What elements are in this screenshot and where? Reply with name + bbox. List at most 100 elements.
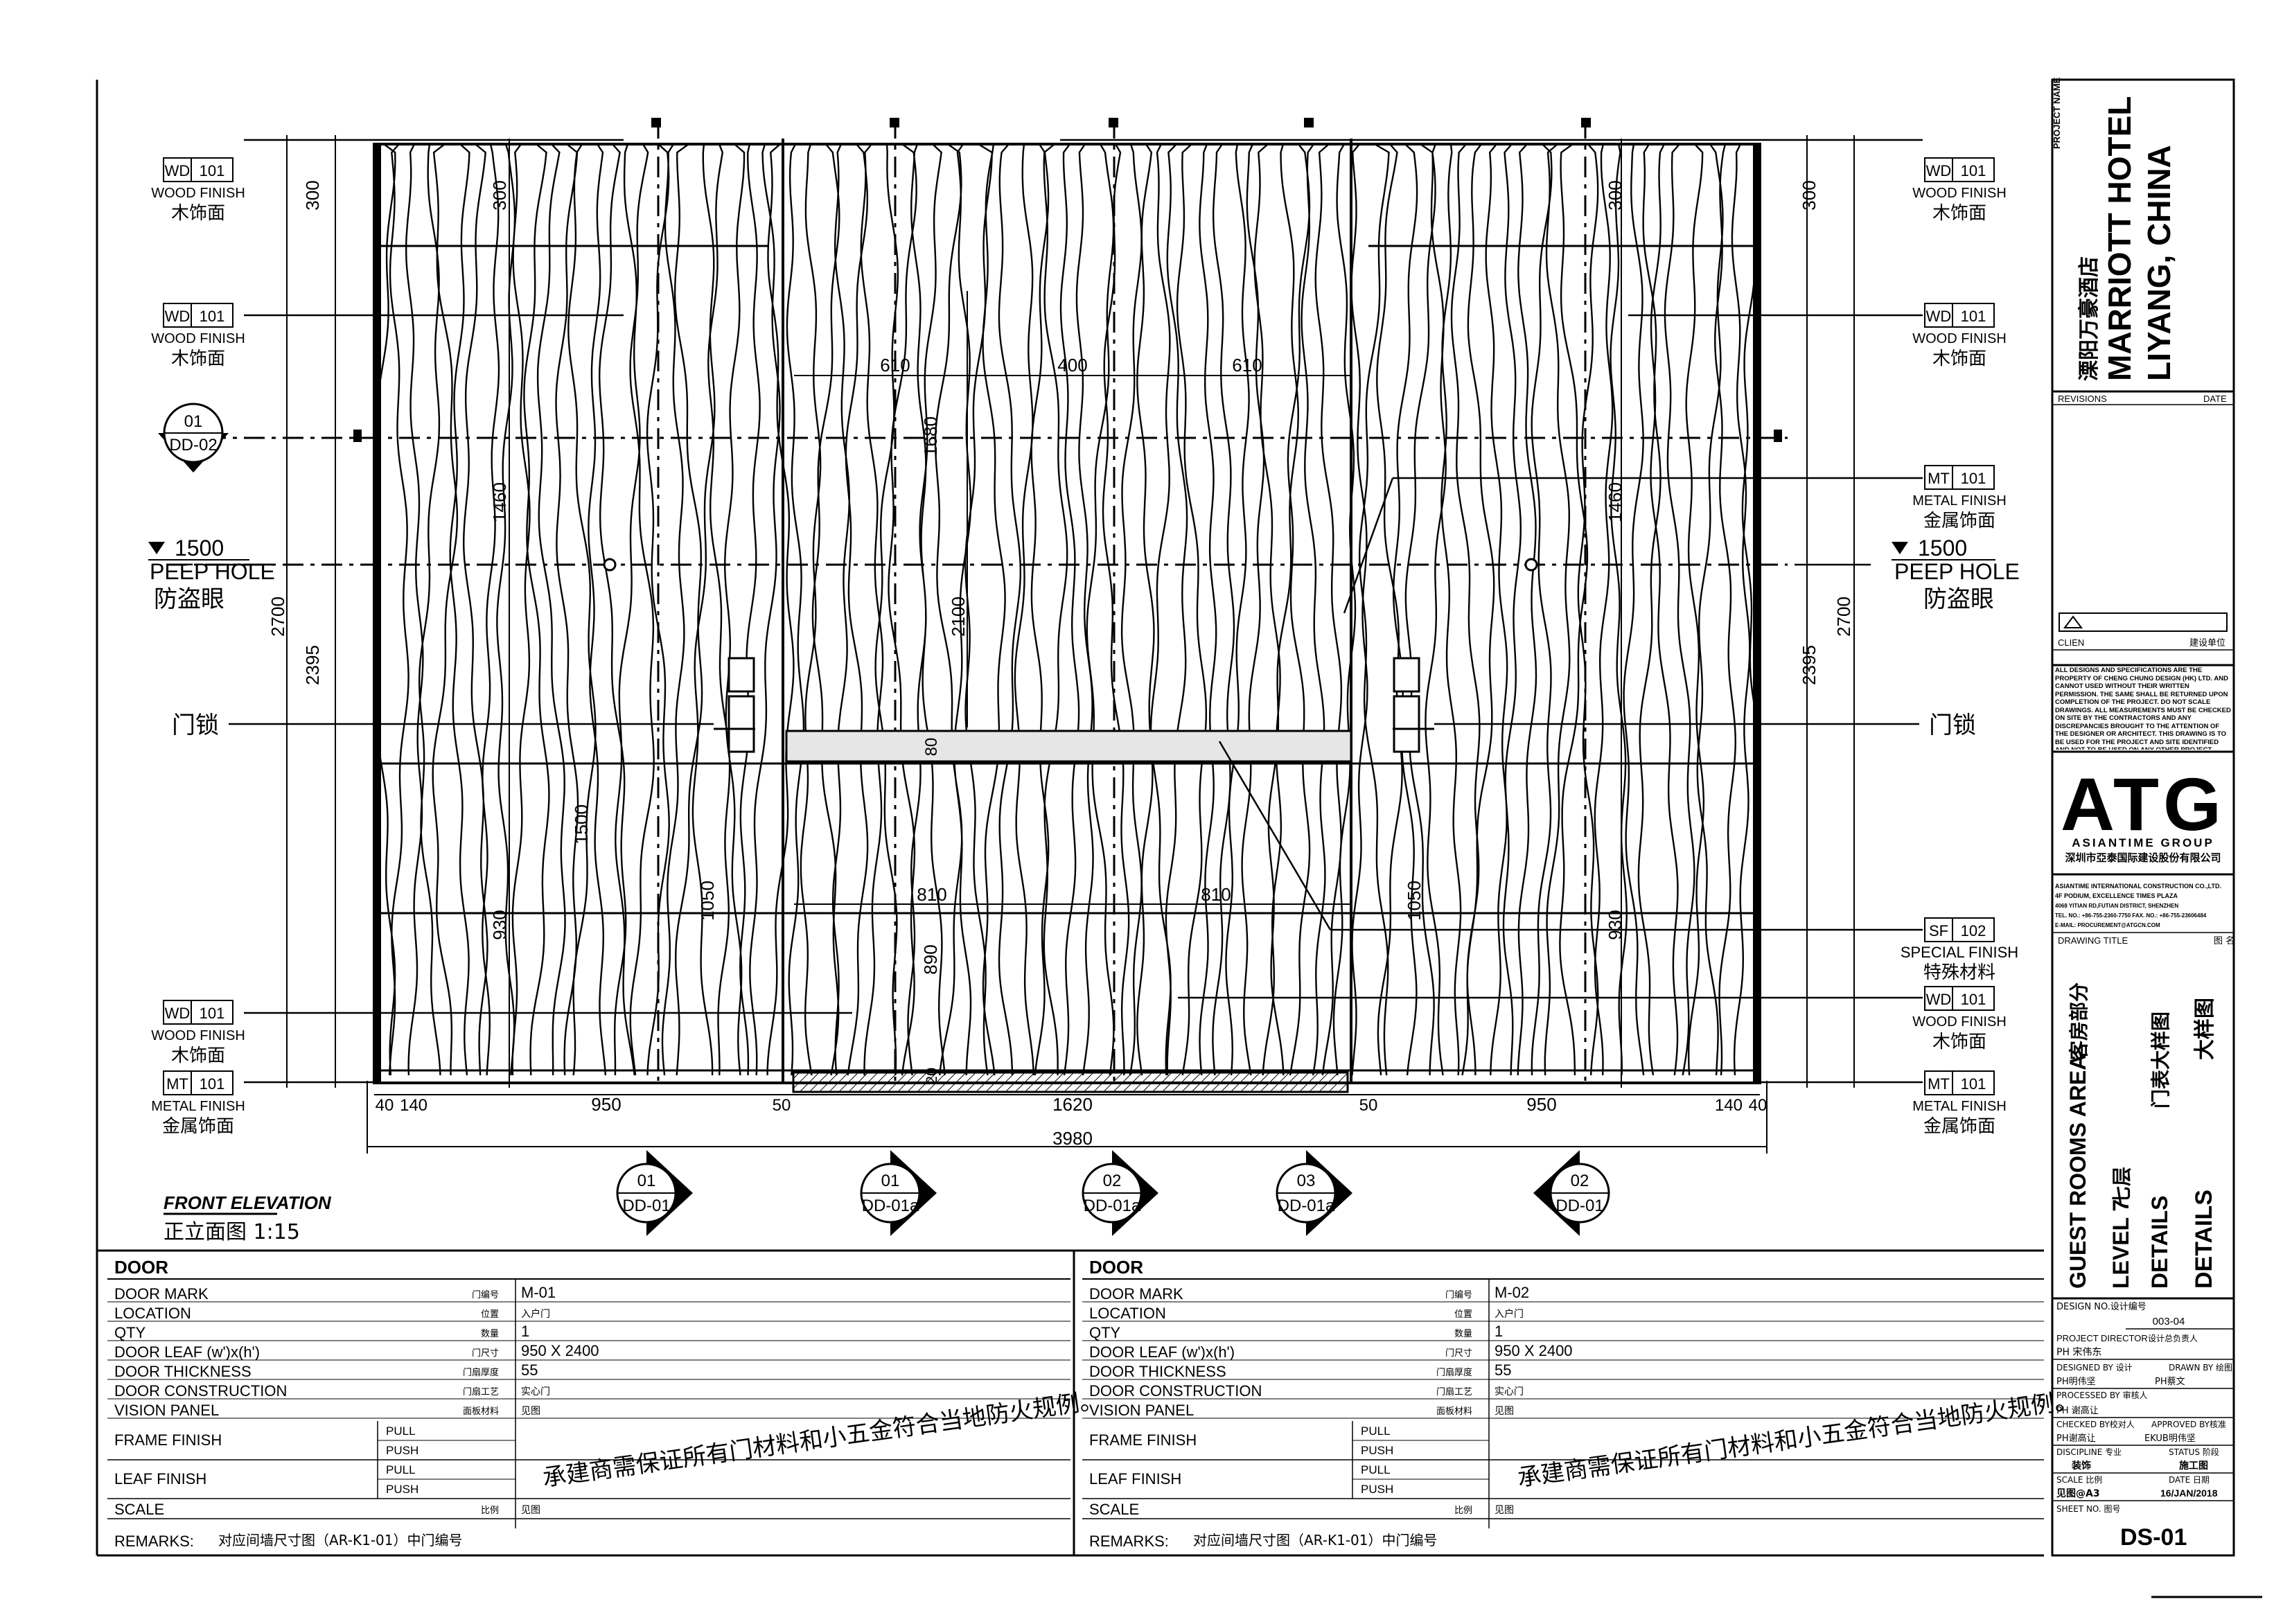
lock-hardware [714, 657, 1434, 753]
tag-mt101-bottom-right: MT 101 METAL FINISH 金属饰面 [1912, 1070, 2007, 1137]
svg-text:DOOR MARK: DOOR MARK [114, 1285, 209, 1303]
svg-text:101: 101 [1961, 991, 1986, 1008]
svg-text:木饰面: 木饰面 [1932, 348, 1986, 369]
svg-text:WOOD FINISH: WOOD FINISH [1912, 186, 2007, 201]
svg-text:装饰: 装饰 [2071, 1460, 2091, 1472]
svg-text:WOOD FINISH: WOOD FINISH [1912, 1014, 2007, 1030]
svg-text:对应间墙尺寸图（AR-K1-01）中门编号: 对应间墙尺寸图（AR-K1-01）中门编号 [218, 1532, 463, 1548]
section-marker-bottom-2: 01 DD-01a [860, 1150, 937, 1236]
svg-text:PH 宋伟东: PH 宋伟东 [2056, 1347, 2101, 1358]
svg-text:SCALE 比例: SCALE 比例 [2056, 1475, 2102, 1485]
svg-text:PEEP HOLE: PEEP HOLE [150, 559, 275, 584]
svg-text:门扇厚度: 门扇厚度 [463, 1367, 499, 1378]
dim-610-right: 610 [1232, 355, 1262, 376]
svg-text:02: 02 [1103, 1172, 1122, 1190]
svg-text:PUSH: PUSH [386, 1483, 418, 1496]
section-marker-left: 01 DD-02 [158, 403, 229, 473]
svg-text:DD-01a: DD-01a [1084, 1197, 1141, 1215]
svg-text:防盗眼: 防盗眼 [154, 585, 224, 613]
sheet-frame [96, 78, 2262, 1598]
dim-300-left-inner: 300 [489, 180, 510, 210]
svg-text:DD-02: DD-02 [169, 436, 217, 454]
svg-text:REVISIONS: REVISIONS [2058, 394, 2107, 404]
lock-label-right: 门锁 [1929, 712, 1976, 739]
dim-300-right-inner: 300 [1605, 180, 1625, 210]
dim-1460-right: 1460 [1605, 482, 1625, 522]
svg-text:DRAWING TITLE: DRAWING TITLE [2058, 935, 2128, 946]
svg-text:WD: WD [165, 1005, 191, 1022]
title-block: PROJECT NAME 溧阳万豪酒店 MARRIOTT HOTEL LIYAN… [2052, 77, 2234, 1551]
svg-text:PULL: PULL [1361, 1424, 1391, 1438]
svg-text:数量: 数量 [481, 1329, 499, 1339]
svg-text:金属饰面: 金属饰面 [162, 1116, 234, 1137]
section-marker-bottom-5: 02 DD-01 [1533, 1150, 1610, 1236]
svg-text:01: 01 [881, 1172, 900, 1190]
svg-text:55: 55 [521, 1361, 538, 1379]
door-schedule-frame [97, 1249, 2044, 1555]
svg-text:木饰面: 木饰面 [171, 348, 225, 369]
section-marker-bottom-4: 03 DD-01a [1276, 1150, 1352, 1236]
svg-text:PROCESSED BY 审核人: PROCESSED BY 审核人 [2056, 1390, 2148, 1400]
svg-text:LEAF FINISH: LEAF FINISH [1089, 1470, 1181, 1488]
svg-text:DOOR: DOOR [1089, 1257, 1143, 1278]
dim-810-right: 810 [1201, 884, 1231, 905]
svg-text:950 X 2400: 950 X 2400 [1495, 1342, 1573, 1359]
svg-text:1500: 1500 [1918, 536, 1967, 561]
svg-text:DD-01: DD-01 [622, 1197, 670, 1215]
dim-2395-right: 2395 [1799, 645, 1819, 685]
svg-text:面板材料: 面板材料 [1436, 1406, 1472, 1417]
svg-text:PROJECT NAME: PROJECT NAME [2052, 77, 2062, 149]
svg-text:面板材料: 面板材料 [463, 1406, 499, 1417]
svg-text:1500: 1500 [175, 536, 224, 561]
svg-text:E-MAIL: PROCUREMENT@ATGCN.COM: E-MAIL: PROCUREMENT@ATGCN.COM [2055, 922, 2160, 928]
svg-text:101: 101 [200, 308, 225, 325]
dim-1460-left: 1460 [489, 482, 510, 522]
svg-text:55: 55 [1495, 1361, 1511, 1379]
svg-text:WOOD FINISH: WOOD FINISH [151, 331, 245, 346]
dim-b3980: 3980 [1052, 1128, 1093, 1149]
svg-text:DOOR: DOOR [114, 1257, 168, 1278]
dim-b50-left: 50 [773, 1096, 791, 1115]
svg-text:木饰面: 木饰面 [171, 203, 225, 224]
svg-text:入户门: 入户门 [521, 1308, 550, 1320]
svg-text:LEAF FINISH: LEAF FINISH [114, 1470, 206, 1488]
svg-text:DOOR MARK: DOOR MARK [1089, 1285, 1183, 1303]
dim-890: 890 [920, 944, 941, 974]
svg-text:METAL FINISH: METAL FINISH [1912, 1099, 2007, 1114]
project-en1: MARRIOTT HOTEL [2101, 96, 2137, 381]
svg-text:DD-01: DD-01 [1555, 1197, 1603, 1215]
svg-text:DRAWN BY 绘图: DRAWN BY 绘图 [2169, 1362, 2232, 1373]
svg-text:大样图: 大样图 [2193, 998, 2217, 1060]
svg-text:PEEP HOLE: PEEP HOLE [1894, 559, 2020, 584]
door-structure-lines [166, 118, 1788, 1088]
dim-2700-right: 2700 [1833, 597, 1854, 637]
svg-text:PUSH: PUSH [1361, 1444, 1393, 1457]
svg-text:PULL: PULL [1361, 1463, 1391, 1476]
svg-text:VISION PANEL: VISION PANEL [1089, 1402, 1194, 1419]
svg-text:01: 01 [184, 412, 203, 431]
top-section-ticks [353, 118, 1782, 442]
svg-text:003-04: 003-04 [2153, 1316, 2185, 1327]
svg-text:设计总负责人: 设计总负责人 [2148, 1334, 2198, 1343]
tag-wd101-mid-left: WD 101 WOOD FINISH 木饰面 [151, 303, 245, 369]
svg-text:MT: MT [166, 1075, 188, 1093]
svg-text:门尺寸: 门尺寸 [472, 1348, 499, 1359]
dim-810-left: 810 [917, 884, 946, 905]
lock-label-left: 门锁 [172, 712, 219, 739]
section-marker-bottom-1: 01 DD-01 [616, 1150, 693, 1236]
svg-text:ASIANTIME GROUP: ASIANTIME GROUP [2072, 836, 2214, 849]
svg-text:DATE: DATE [2203, 394, 2227, 404]
svg-text:101: 101 [200, 162, 225, 179]
svg-text:CLIEN: CLIEN [2058, 637, 2084, 648]
peep-hole-label-right: 1500 PEEP HOLE 防盗眼 [1892, 536, 2020, 613]
drawing-text-layer: WD 101 WOOD FINISH 木饰面 WD 101 WOOD FINIS… [148, 157, 2020, 1244]
svg-text:16/JAN/2018: 16/JAN/2018 [2160, 1488, 2218, 1499]
svg-text:DOOR THICKNESS: DOOR THICKNESS [114, 1363, 252, 1380]
svg-text:WOOD FINISH: WOOD FINISH [151, 186, 245, 201]
svg-text:DD-01a: DD-01a [1278, 1197, 1335, 1215]
project-en2: LIYANG, CHINA [2141, 145, 2177, 381]
dim-b40-left: 40 [376, 1096, 394, 1115]
svg-text:门扇工艺: 门扇工艺 [1436, 1386, 1472, 1397]
